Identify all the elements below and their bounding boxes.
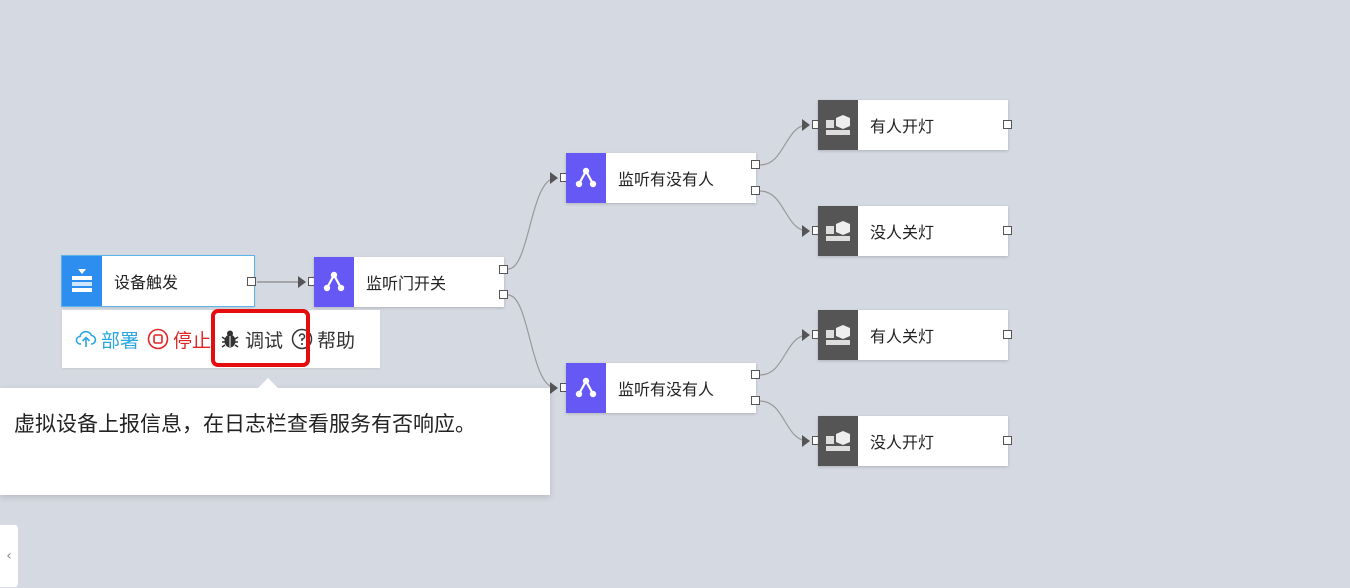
deploy-label: 部署 (101, 329, 140, 352)
node-device-trigger[interactable]: 设备触发 (61, 255, 256, 307)
action-node-icon (818, 416, 858, 466)
tooltip-text: 虚拟设备上报信息，在日志栏查看服务有否响应。 (14, 412, 476, 436)
wire-door-to-top (507, 177, 557, 270)
deploy-button[interactable]: 部署 (75, 326, 139, 353)
node-someone-light-on[interactable]: 有人开灯 (818, 100, 1012, 150)
input-arrow (550, 382, 558, 394)
listener-node-icon (314, 257, 354, 307)
node-label: 监听门开关 (366, 274, 447, 293)
output-port[interactable] (1003, 436, 1012, 445)
input-arrow (802, 225, 810, 237)
output-port[interactable] (1003, 120, 1012, 129)
node-label: 没人关灯 (870, 223, 935, 242)
node-label: 设备触发 (114, 273, 179, 292)
output-port-2[interactable] (751, 396, 760, 405)
node-label: 监听有没有人 (618, 380, 715, 399)
node-listen-person-top[interactable]: 监听有没有人 (566, 153, 760, 203)
node-nobody-light-on[interactable]: 没人开灯 (818, 416, 1012, 466)
node-label: 有人开灯 (870, 117, 935, 136)
collapse-panel-button[interactable]: ‹ (0, 525, 18, 587)
output-port[interactable] (1003, 330, 1012, 339)
bug-icon (221, 330, 239, 348)
wire-top-to-nobody-off (759, 190, 809, 232)
help-button[interactable]: 帮助 (291, 326, 355, 353)
input-arrow (802, 329, 810, 341)
guide-tooltip: 虚拟设备上报信息，在日志栏查看服务有否响应。 (0, 378, 550, 495)
tooltip-caret (258, 378, 278, 388)
debug-highlight-box (211, 309, 310, 367)
wire-top-to-someone-on (759, 124, 809, 166)
stop-button[interactable]: 停止 (147, 326, 211, 353)
wire-bottom-to-someone-off (759, 334, 809, 376)
node-label: 监听有没有人 (618, 170, 715, 189)
output-port-2[interactable] (499, 290, 508, 299)
debug-label: 调试 (245, 329, 284, 352)
output-port-1[interactable] (751, 160, 760, 169)
output-port-1[interactable] (751, 370, 760, 379)
help-icon (291, 328, 313, 350)
node-label: 有人关灯 (870, 327, 935, 346)
output-port[interactable] (1003, 226, 1012, 235)
wire-bottom-to-nobody-on (759, 400, 809, 442)
node-listen-person-bottom[interactable]: 监听有没有人 (566, 363, 760, 413)
output-port-1[interactable] (499, 265, 508, 274)
action-node-icon (818, 100, 858, 150)
listener-node-icon (566, 363, 606, 413)
debug-button[interactable]: 调试 (219, 326, 283, 353)
input-arrow (802, 435, 810, 447)
input-arrow (802, 119, 810, 131)
wire-door-to-bottom (507, 294, 557, 389)
node-nobody-light-off[interactable]: 没人关灯 (818, 206, 1012, 256)
device-trigger-icon (62, 256, 102, 306)
listener-node-icon (566, 153, 606, 203)
action-node-icon (818, 310, 858, 360)
stop-icon (147, 328, 169, 350)
node-someone-light-off[interactable]: 有人关灯 (818, 310, 1012, 360)
input-arrow (298, 276, 306, 288)
input-arrow (550, 172, 558, 184)
help-label: 帮助 (317, 329, 356, 352)
node-label: 没人开灯 (870, 433, 935, 452)
node-listen-door[interactable]: 监听门开关 (314, 257, 508, 307)
chevron-left-icon: ‹ (6, 548, 12, 564)
action-node-icon (818, 206, 858, 256)
cloud-upload-icon (75, 330, 97, 347)
output-port[interactable] (247, 277, 256, 286)
output-port-2[interactable] (751, 186, 760, 195)
node-toolbar: 部署 停止 调试 帮助 (62, 310, 380, 368)
stop-label: 停止 (173, 329, 212, 352)
